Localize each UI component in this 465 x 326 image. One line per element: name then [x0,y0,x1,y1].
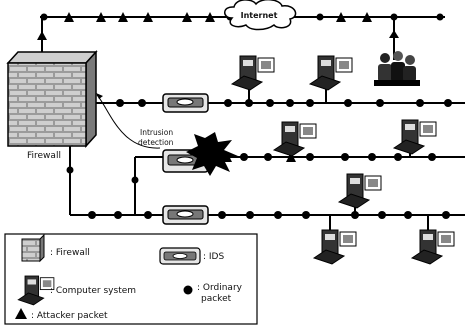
network-links [40,17,465,235]
firewall: Firewall [8,52,96,161]
ids-top [163,94,208,112]
computer-icon [394,120,436,154]
ordinary-packets [67,99,453,219]
legend-ordinary-label-1: : Ordinary [197,283,243,293]
legend: : Firewall : IDS : Computer system : Ord… [5,234,257,324]
computer-icon [274,122,316,156]
firewall-label: Firewall [27,151,61,161]
legend-computer-label: : Computer system [50,286,136,296]
alert-arrow-head [96,93,103,99]
computer-icon [412,230,454,264]
computer-icon [314,230,356,264]
computer-icon [310,56,352,90]
legend-firewall-label: : Firewall [50,248,90,258]
internet-label: Internet [241,11,278,20]
legend-ids-label: : IDS [203,252,224,262]
ids-bottom [163,206,208,224]
legend-firewall-icon [22,235,44,261]
legend-attacker-label: : Attacker packet [31,311,108,321]
legend-ordinary-dot [184,286,193,295]
intrusion-label-line1: Intrusion [140,128,173,137]
computer-icon [232,56,274,90]
internet-cloud: Internet [225,0,296,30]
intrusion-label-line2: detection [138,138,174,147]
legend-ordinary-label-2: packet [201,294,232,304]
attacker-group [374,51,420,86]
legend-ids-icon [160,248,200,264]
computer-icon [339,174,381,208]
